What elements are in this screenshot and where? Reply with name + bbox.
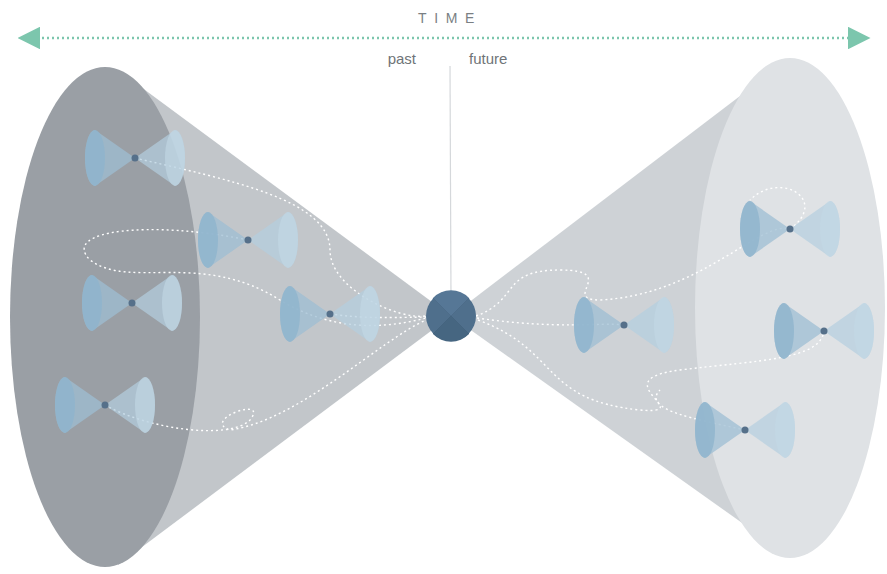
world-lines: [84, 158, 824, 431]
axis-title: TIME: [418, 11, 482, 25]
present-event: [426, 290, 476, 341]
local-light-cones: [55, 130, 874, 458]
future-label: future: [469, 51, 507, 66]
future-cone-base: [695, 58, 885, 558]
past-label: past: [388, 51, 416, 66]
present-line: [450, 66, 451, 300]
past-cone-base: [10, 67, 200, 567]
time-axis: [22, 37, 866, 40]
